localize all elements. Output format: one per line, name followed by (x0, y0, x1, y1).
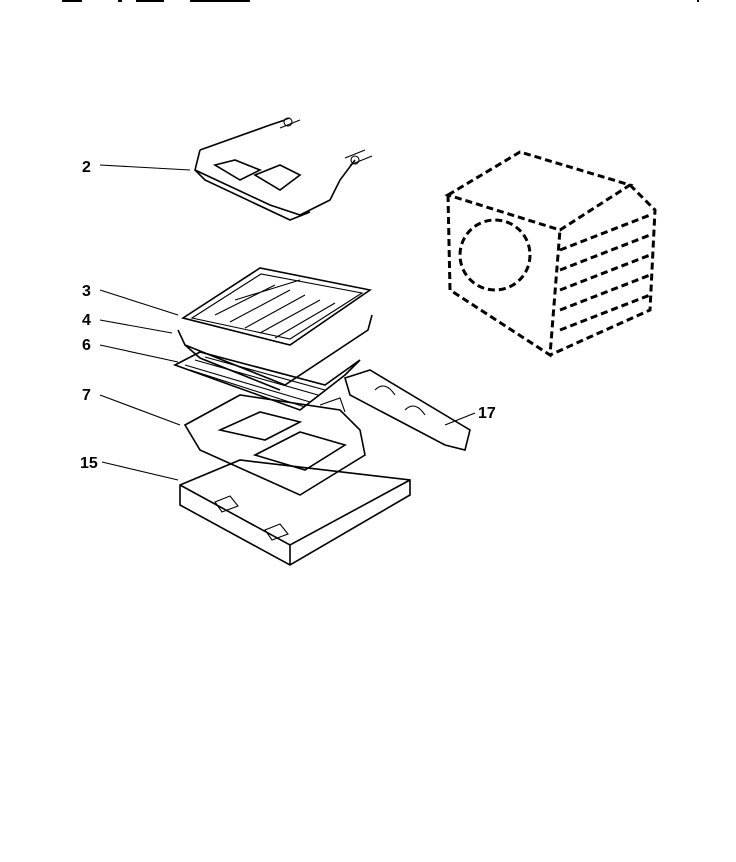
bake-element-part-7 (183, 394, 366, 496)
oven-rack-part-6 (173, 351, 361, 411)
broiler-pan-insert-part-3 (181, 267, 373, 346)
broil-element-part-2 (194, 117, 373, 221)
tray-part-15 (179, 459, 411, 566)
leader-lines (99, 164, 476, 481)
clipped-header-text (62, 0, 699, 2)
callout-3: 3 (82, 283, 91, 300)
broiler-pan-part-4 (177, 314, 373, 391)
callout-17: 17 (478, 405, 496, 422)
bracket-part-17 (344, 369, 471, 451)
callout-2: 2 (82, 159, 91, 176)
callout-6: 6 (82, 337, 91, 354)
oven-cavity-outline (444, 150, 657, 358)
callout-15: 15 (80, 455, 98, 472)
callout-7: 7 (82, 387, 91, 404)
callout-4: 4 (82, 312, 91, 329)
